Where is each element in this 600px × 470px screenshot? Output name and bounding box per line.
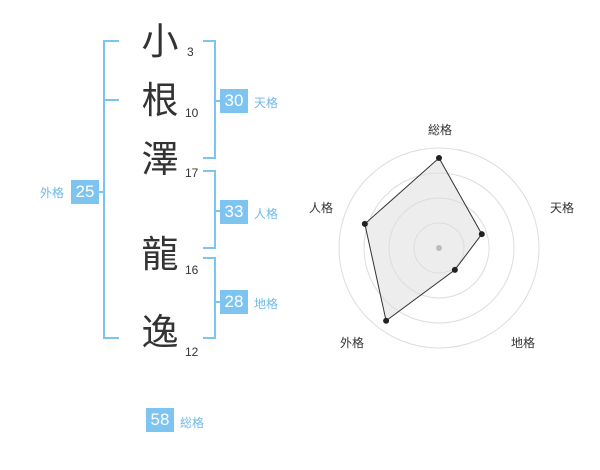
- radar-center: [436, 245, 442, 251]
- name-char-3: 澤: [141, 138, 179, 181]
- radar-label-gaikaku: 外格: [340, 336, 365, 350]
- radar-label-soukaku: 総格: [428, 123, 453, 137]
- soukaku-badge: 58: [146, 408, 174, 432]
- radar-point-jinkaku: [361, 220, 368, 227]
- stroke-count-3: 17: [185, 166, 199, 180]
- radar-ring: [338, 147, 540, 349]
- chikaku-bracket: [203, 257, 216, 339]
- chikaku-badge: 28: [220, 290, 248, 314]
- radar-point-gaikaku: [383, 317, 390, 324]
- stroke-count-5: 12: [185, 345, 199, 359]
- gaikaku-bracket: [103, 40, 119, 339]
- soukaku-label: 総格: [180, 416, 205, 430]
- radar-polygon: [364, 157, 483, 322]
- tenkaku-bracket: [203, 40, 216, 159]
- jinkaku-badge: 33: [220, 200, 248, 224]
- radar-label-chikaku: 地格: [511, 336, 536, 350]
- chikaku-label: 地格: [254, 297, 279, 311]
- jinkaku-bracket: [203, 170, 216, 249]
- name-char-5: 逸: [141, 311, 179, 354]
- radar-point-tenkaku: [478, 231, 485, 238]
- stroke-count-2: 10: [185, 106, 199, 120]
- jinkaku-label: 人格: [254, 207, 279, 221]
- name-char-1: 小: [141, 20, 179, 63]
- stroke-count-4: 16: [185, 263, 199, 277]
- tenkaku-badge: 30: [220, 89, 248, 113]
- tenkaku-label: 天格: [254, 96, 279, 110]
- radar-point-chikaku: [451, 266, 458, 273]
- gaikaku-label: 外格: [40, 186, 65, 200]
- radar-point-soukaku: [436, 155, 442, 161]
- radar-label-tenkaku: 天格: [550, 201, 575, 215]
- radar-label-jinkaku: 人格: [309, 201, 334, 215]
- gaikaku-badge: 25: [71, 180, 99, 204]
- stroke-count-1: 3: [187, 45, 194, 59]
- name-char-2: 根: [141, 79, 179, 122]
- name-char-4: 龍: [141, 233, 179, 276]
